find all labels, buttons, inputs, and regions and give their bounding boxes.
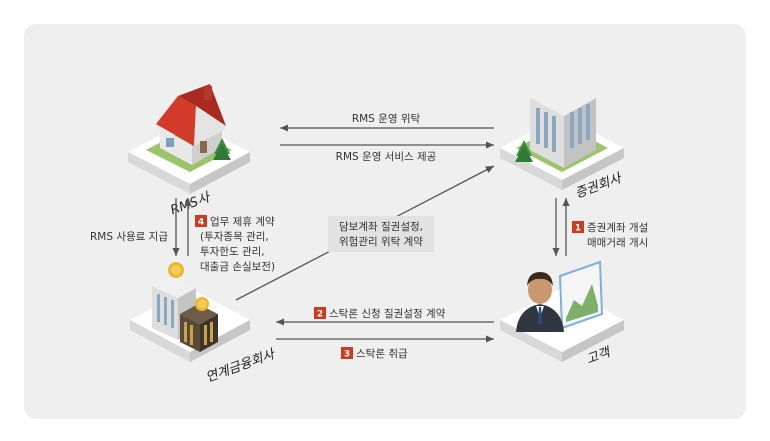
step-number: 1 — [575, 224, 581, 234]
partnership-note: 4 업무 제휴 계약 (투자종목 관리, 투자한도 관리, 대출금 손실보전) — [195, 215, 275, 273]
edge-collateral: 담보계좌 질권설정, 위험관리 위탁 계약 — [235, 165, 495, 301]
finance-node: 연계금융회사 — [130, 262, 278, 386]
account-line-2: 매매거래 개시 — [587, 237, 648, 249]
account-line-1: 증권계좌 개설 — [587, 222, 648, 234]
edge-handling: 3 스탁론 취급 — [276, 335, 494, 360]
rms-node: RMS사 — [128, 84, 250, 218]
partnership-line-2: (투자종목 관리, — [200, 231, 269, 243]
partnership-line-1: 업무 제휴 계약 — [210, 215, 275, 228]
step-badge — [572, 221, 584, 233]
collateral-label-box — [328, 216, 434, 252]
person-icon — [516, 272, 564, 332]
edge-securities-customer: 1 증권계좌 개설 매매거래 개시 — [552, 198, 648, 256]
office-building-icon — [515, 80, 596, 168]
edge-pledge: 2 스탁론 신청 질권설정 계약 — [276, 307, 494, 326]
edge-label: RMS 운영 서비스 제공 — [336, 151, 437, 163]
edge-label: 스탁론 신청 질권설정 계약 — [329, 308, 446, 320]
step-number: 3 — [344, 350, 350, 360]
step-badge — [341, 347, 353, 359]
fee-label: RMS 사용료 지급 — [90, 231, 168, 243]
step-badge — [314, 307, 326, 319]
edge-label: 스탁론 취급 — [356, 348, 408, 360]
partnership-line-4: 대출금 손실보전) — [200, 261, 275, 273]
tree-icon — [213, 138, 231, 160]
step-number: 4 — [198, 218, 204, 228]
edge-rms-service: RMS 운영 서비스 제공 — [280, 141, 494, 163]
partnership-line-3: 투자한도 관리, — [200, 246, 265, 258]
edge-rms-operation: RMS 운영 위탁 — [280, 112, 494, 132]
collateral-line-1: 담보계좌 질권설정, — [339, 221, 423, 233]
chart-board-icon — [558, 260, 604, 330]
securities-node: 증권회사 — [500, 80, 625, 202]
bank-buildings-icon — [152, 262, 218, 352]
tree-icon — [515, 140, 533, 162]
house-icon — [156, 84, 231, 165]
coin-icon — [168, 262, 184, 278]
step-badge — [195, 215, 207, 227]
step-number: 2 — [317, 310, 323, 320]
finance-label: 연계금융회사 — [204, 346, 278, 385]
customer-node: 고객 — [500, 260, 624, 368]
collateral-line-2: 위험관리 위탁 계약 — [339, 235, 423, 248]
edge-label: RMS 운영 위탁 — [352, 112, 421, 125]
edge-rms-finance: RMS 사용료 지급 — [90, 198, 192, 256]
coin-icon — [195, 297, 209, 311]
